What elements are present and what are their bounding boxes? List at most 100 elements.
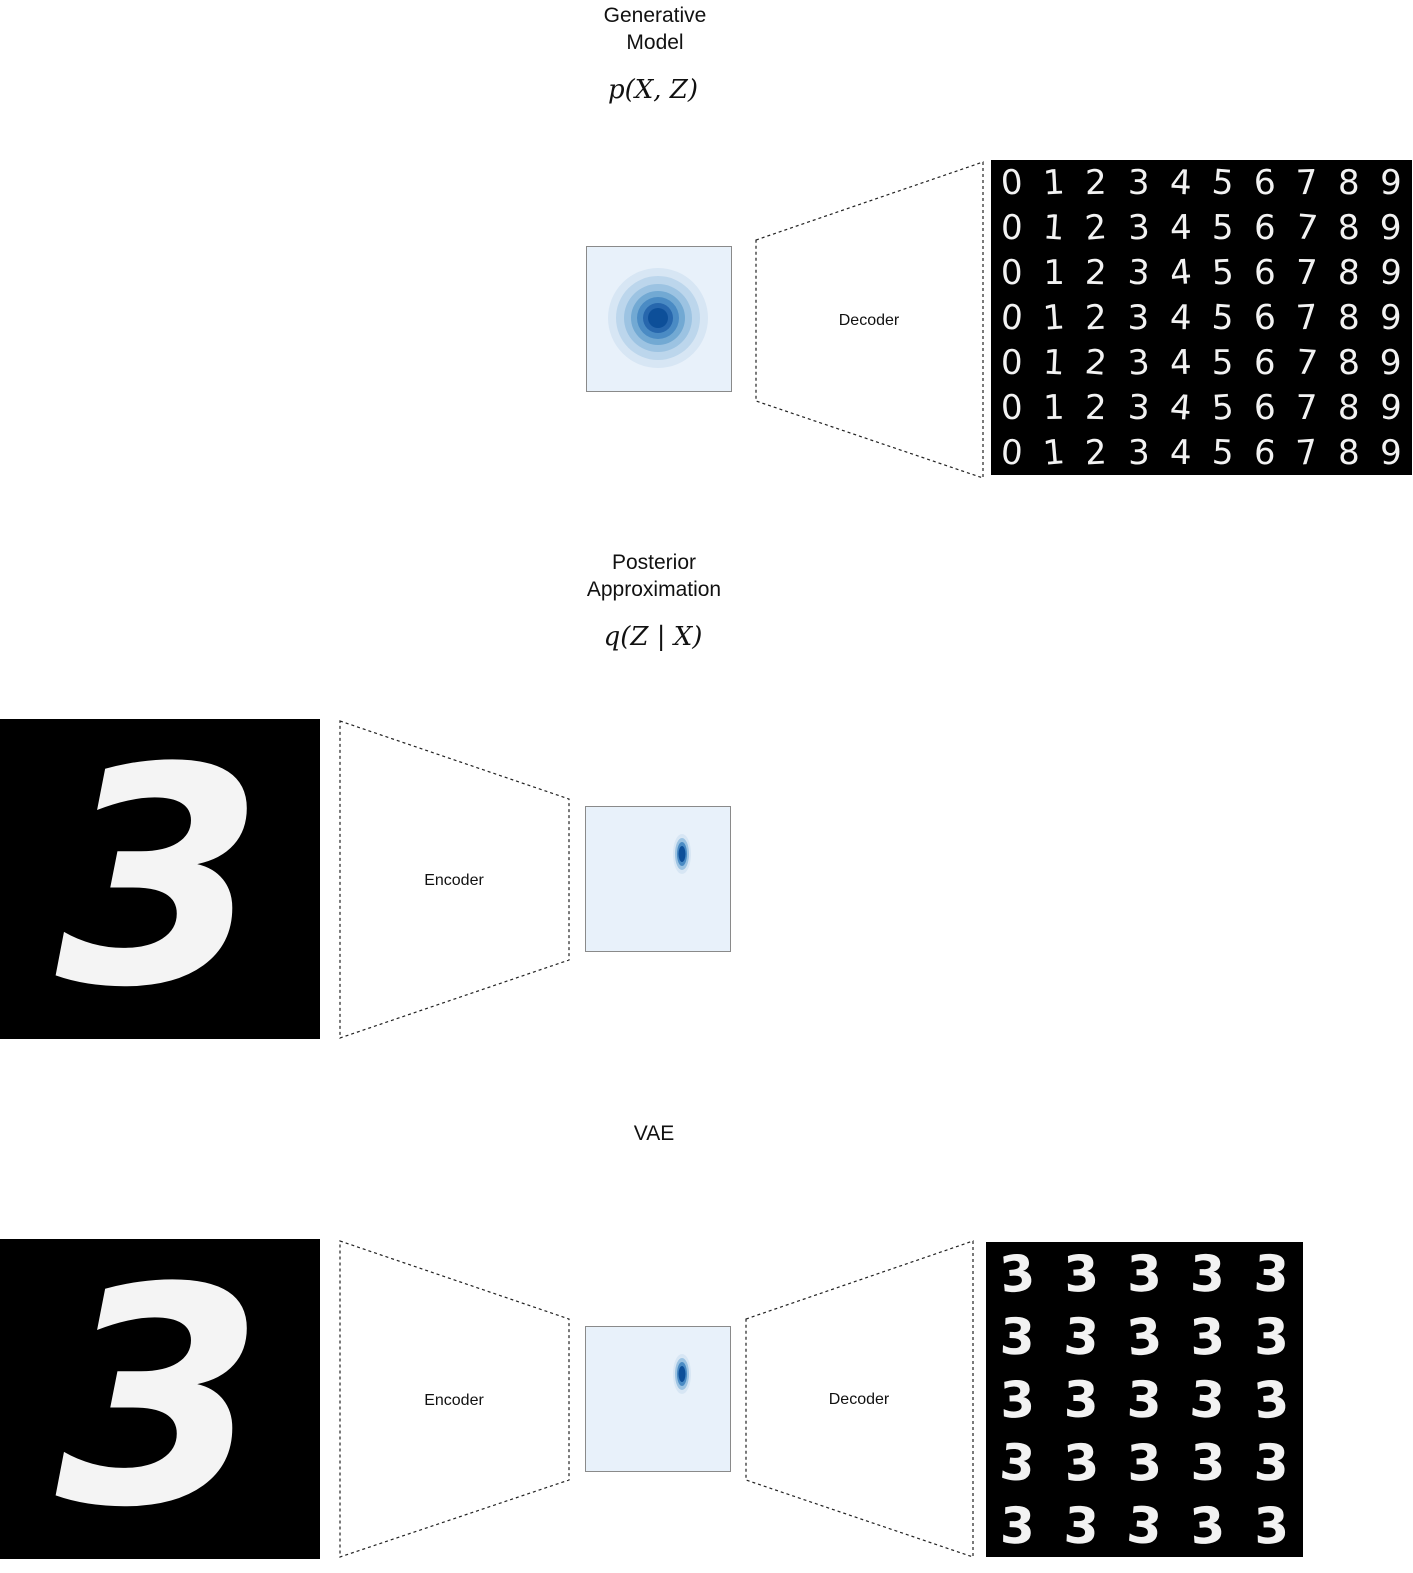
posterior-formula: q(Z | X) [603,622,703,652]
generated-digit: 8 [1338,162,1360,203]
generated-digit: 3 [1127,162,1150,203]
generated-digit: 2 [1085,162,1108,203]
generated-digit: 6 [1252,296,1278,339]
generated-digit: 5 [1211,207,1234,248]
generated-digit: 0 [1000,342,1024,383]
generated-digit: 3 [1126,251,1151,294]
posterior-input-digit: 3 [55,704,265,1053]
generated-digit: 9 [1380,432,1402,473]
generated-digit: 6 [1252,431,1278,474]
generated-digit: 2 [1084,431,1109,474]
generated-digit: 0 [1000,252,1024,293]
generative-formula: p(X, Z) [607,75,699,105]
generated-digit: 9 [1378,386,1404,429]
generated-digit: 1 [1043,252,1065,293]
reconstructed-digit: 3 [1124,1306,1165,1367]
reconstructed-digit: 3 [1062,1243,1100,1304]
generated-digit: 4 [1168,297,1192,338]
reconstructed-digit: 3 [999,1496,1036,1555]
posterior-latent-plot [585,806,731,952]
generated-digit: 2 [1085,387,1108,428]
generated-digit: 4 [1168,161,1193,204]
generated-digit: 4 [1169,432,1192,473]
reconstructed-digit: 3 [999,1369,1037,1430]
generated-digit: 7 [1294,296,1319,339]
generated-digit: 5 [1210,161,1236,204]
generated-digit: 6 [1252,161,1277,204]
generated-digit: 1 [1042,387,1066,428]
generated-digit: 2 [1084,297,1108,338]
generated-digit: 8 [1336,251,1361,294]
reconstructed-digit: 3 [999,1306,1037,1367]
generated-digit: 1 [1041,431,1067,474]
generated-digit: 1 [1041,296,1067,339]
reconstructed-digit: 3 [997,1432,1038,1493]
reconstructed-digit: 3 [1252,1495,1290,1556]
generated-digit: 7 [1295,387,1318,428]
generated-digit: 3 [1126,206,1151,249]
generated-digit: 7 [1294,206,1320,249]
vae-contour-4 [678,1366,686,1382]
generated-digit: 6 [1252,206,1277,249]
vae-latent-background [585,1326,731,1472]
generated-digit: 0 [1000,207,1024,248]
vae-decoder-label: Decoder [828,1391,890,1408]
generated-digit: 5 [1211,342,1234,383]
reconstructed-digit: 3 [1189,1244,1226,1303]
generated-digit: 7 [1294,341,1319,384]
generated-digit: 3 [1126,341,1151,384]
generated-digit: 8 [1336,341,1362,384]
reconstructed-digit: 3 [1062,1495,1100,1556]
generated-digit: 0 [999,431,1025,474]
vae-encoder-label: Encoder [424,1392,484,1409]
reconstructed-digit: 3 [1188,1369,1228,1430]
reconstructed-digit: 3 [1126,1244,1163,1303]
generated-digit: 8 [1337,432,1361,473]
generated-digit: 9 [1379,162,1403,203]
reconstructed-digit: 3 [1252,1432,1290,1493]
vae-input-digit: 3 [55,1224,265,1573]
reconstructed-digit: 3 [1252,1243,1291,1304]
generated-digit: 4 [1169,207,1192,248]
generated-digit: 8 [1336,206,1362,249]
reconstructed-digit: 3 [1124,1495,1165,1556]
generated-digit: 3 [1127,297,1150,338]
reconstructed-digit: 3 [997,1243,1038,1304]
reconstructed-digit: 3 [1188,1495,1228,1556]
reconstructed-digit: 3 [1251,1369,1292,1430]
vae-input-image: 3 [0,1239,320,1559]
generated-digit: 6 [1253,342,1277,383]
generated-digit: 6 [1253,387,1277,428]
generated-digit: 5 [1210,296,1235,339]
posterior-encoder-label: Encoder [424,872,484,889]
generated-digit: 4 [1167,386,1193,429]
generated-digit: 0 [1000,386,1024,429]
generated-digit: 8 [1337,387,1361,428]
generated-digit: 9 [1378,251,1404,294]
posterior-title-line2: Approximation [586,578,722,601]
generative-title-line2: Model [626,31,684,54]
reconstructed-digit: 3 [1061,1306,1101,1367]
generated-digit: 3 [1126,386,1151,429]
generated-digit: 0 [999,161,1025,204]
generated-digit: 2 [1084,252,1108,293]
posterior-encoder-shape [339,720,570,1039]
generated-digit: 0 [999,296,1025,339]
generative-decoder-label: Decoder [838,312,900,329]
reconstructed-digit: 3 [1061,1432,1101,1493]
posterior-latent-background [585,806,731,952]
generated-digit: 3 [1127,432,1150,473]
generated-digit: 1 [1041,206,1067,249]
reconstructed-digit: 3 [1126,1432,1163,1493]
generated-digit: 5 [1210,251,1235,294]
generated-digit: 5 [1210,431,1235,474]
generated-digit: 7 [1295,162,1319,203]
generated-digit: 7 [1294,431,1319,474]
reconstructed-digit: 3 [1190,1433,1226,1492]
generated-digit: 9 [1379,341,1403,384]
posterior-title-line1: Posterior [611,551,697,574]
reconstructed-digit: 3 [1188,1306,1227,1367]
generated-digit: 1 [1042,161,1066,204]
